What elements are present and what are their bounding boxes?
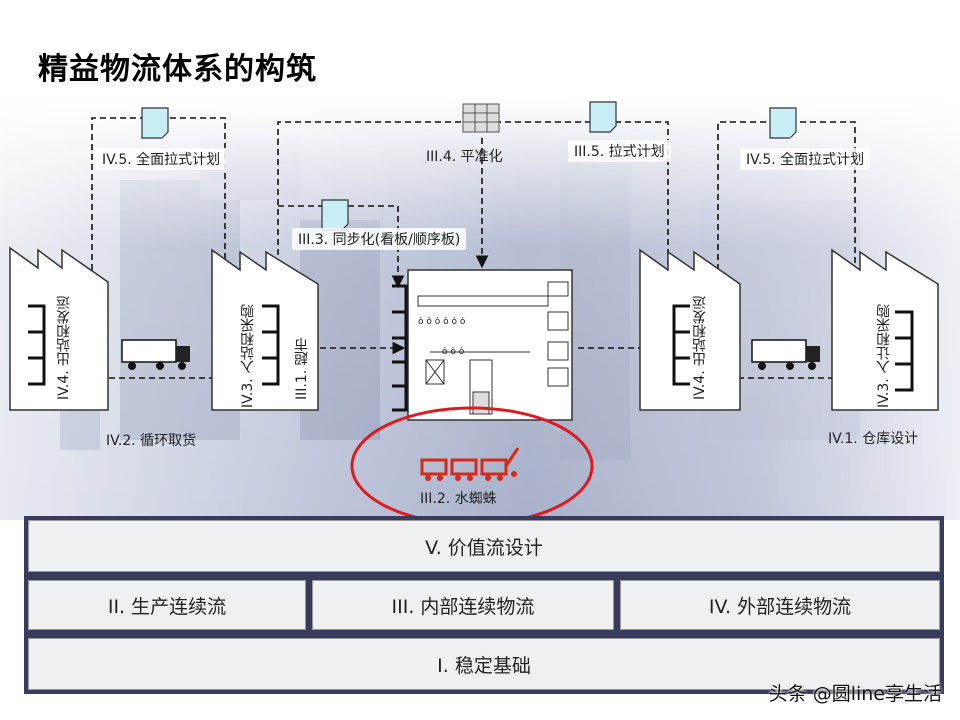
label-iv5-right: IV.5. 全面拉式计划 bbox=[740, 148, 871, 170]
document-icons bbox=[141, 101, 797, 231]
svg-text:ὁ ὁ ὁ ὁ ὁ ὁ: ὁ ὁ ὁ ὁ ὁ ὁ bbox=[418, 317, 466, 327]
truck-icon-right bbox=[751, 339, 820, 370]
svg-text:ὁ ὁ ὁ: ὁ ὁ ὁ bbox=[442, 347, 465, 357]
label-right-inbound: IV.3. 入让和采购 bbox=[876, 303, 892, 408]
page-title: 精益物流体系的构筑 bbox=[38, 52, 317, 87]
foundation-frame: V. 价值流设计 II. 生产连续流 III. 内部连续物流 IV. 外部连续物… bbox=[24, 516, 944, 694]
block-external-logistics: IV. 外部连续物流 bbox=[620, 580, 940, 630]
central-plant: ὁ ὁ ὁ ὁ ὁ ὁ ὁ ὁ ὁ bbox=[392, 269, 573, 421]
label-supermarket: III.1. 超市 bbox=[294, 337, 310, 400]
label-iv2: IV.2. 循环取货 bbox=[106, 433, 197, 449]
label-iii5: III.5. 拉式计划 bbox=[568, 140, 671, 162]
block-stable-foundation: I. 稳定基础 bbox=[28, 638, 940, 690]
label-iv1: IV.1. 仓库设计 bbox=[828, 431, 919, 447]
label-right-outbound: IV.4. 出站和发运 bbox=[692, 295, 708, 400]
block-value-stream-design: V. 价值流设计 bbox=[28, 520, 940, 572]
water-spider-cart-icon bbox=[420, 447, 520, 481]
dock-racks bbox=[28, 304, 914, 392]
truck-icon-left bbox=[121, 339, 190, 370]
heijunka-box-icon bbox=[462, 103, 500, 133]
label-left-outbound: IV.4. 出站和发运 bbox=[56, 295, 72, 400]
label-iii3: III.3. 同步化(看板/顺序板) bbox=[292, 228, 467, 250]
label-iii4: III.4. 平准化 bbox=[426, 149, 503, 165]
block-internal-logistics: III. 内部连续物流 bbox=[312, 580, 614, 630]
label-iv5-left: IV.5. 全面拉式计划 bbox=[96, 148, 227, 170]
watermark: 头条 @圆line享生活 bbox=[768, 683, 942, 705]
label-left-inbound: IV.3. 入站和采购 bbox=[240, 303, 256, 408]
label-iii2: III.2. 水蜘蛛 bbox=[420, 491, 497, 507]
block-production-flow: II. 生产连续流 bbox=[28, 580, 306, 630]
